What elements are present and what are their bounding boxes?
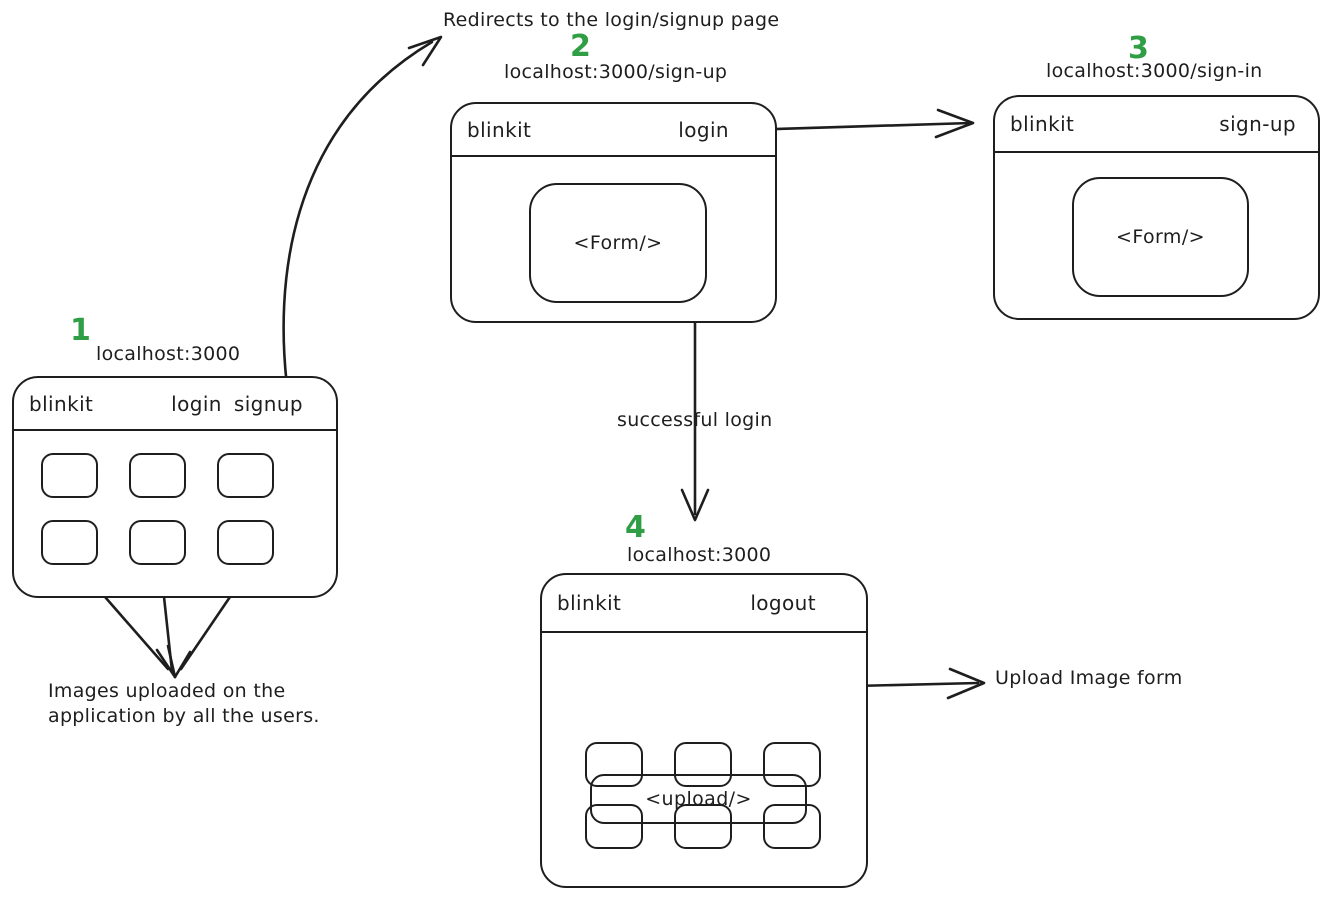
nav-login-link: login (678, 117, 729, 142)
image-placeholder (41, 520, 98, 565)
image-placeholder (217, 453, 274, 498)
image-placeholder (129, 453, 186, 498)
image-placeholder (763, 742, 821, 787)
nav-logout-link: logout (750, 591, 816, 615)
frame-2-url: localhost:3000/sign-up (504, 61, 728, 83)
frame-4-header: blinkit logout (542, 575, 866, 633)
image-grid (585, 742, 866, 849)
frame-4-body: <upload/> (542, 742, 866, 849)
image-placeholder (41, 453, 98, 498)
brand-logo: blinkit (557, 591, 622, 615)
frame-1-nav: login signup (171, 392, 303, 416)
frame-1-url: localhost:3000 (96, 343, 241, 365)
step-number-2: 2 (570, 29, 592, 64)
successful-login-label: successful login (617, 409, 773, 431)
image-placeholder (217, 520, 274, 565)
frame-2-nav: login (678, 118, 729, 142)
brand-logo: blinkit (29, 391, 94, 416)
image-grid (41, 453, 336, 565)
frame-4-url: localhost:3000 (627, 544, 772, 566)
image-placeholder (129, 520, 186, 565)
frame-1-body (14, 453, 336, 565)
signup-form-placeholder: <Form/> (529, 183, 707, 303)
form-label: <Form/> (573, 232, 663, 254)
frame-1-header: blinkit login signup (14, 378, 336, 431)
images-uploaded-note-line-1: Images uploaded on the (48, 680, 286, 702)
frame-3-nav: sign-up (1219, 112, 1296, 136)
brand-logo: blinkit (467, 117, 532, 142)
images-uploaded-note-line-2: application by all the users. (48, 705, 320, 727)
step-number-1: 1 (70, 313, 92, 348)
browser-frame-1: blinkit login signup (12, 376, 338, 598)
browser-frame-2: blinkit login <Form/> (450, 102, 777, 323)
nav-login-link: login (171, 391, 222, 416)
image-placeholder (763, 804, 821, 849)
redirect-note: Redirects to the login/signup page (443, 9, 780, 31)
upload-label: <upload/> (645, 788, 752, 810)
redirect-arrow (282, 35, 443, 388)
image-placeholder (585, 742, 643, 787)
images-uploaded-note: Images uploaded on the application by al… (48, 679, 320, 729)
signin-form-placeholder: <Form/> (1072, 177, 1249, 297)
step-number-4: 4 (625, 510, 647, 545)
frame-2-header: blinkit login (452, 104, 775, 157)
browser-frame-3: blinkit sign-up <Form/> (993, 95, 1320, 320)
step-number-3: 3 (1128, 31, 1150, 66)
login-to-signin-arrow (741, 108, 975, 139)
upload-form-placeholder: <upload/> (590, 774, 807, 824)
image-placeholder (674, 804, 732, 849)
form-label: <Form/> (1116, 226, 1205, 248)
frame-3-header: blinkit sign-up (995, 97, 1318, 153)
nav-signup-link: sign-up (1219, 112, 1296, 136)
browser-frame-4: blinkit logout <upload/> (540, 573, 868, 888)
brand-logo: blinkit (1010, 112, 1075, 136)
frame-3-url: localhost:3000/sign-in (1046, 60, 1263, 82)
nav-signup-link: signup (233, 391, 303, 416)
upload-form-label: Upload Image form (995, 667, 1183, 689)
image-placeholder (674, 742, 732, 787)
frame-4-nav: logout (750, 591, 816, 615)
